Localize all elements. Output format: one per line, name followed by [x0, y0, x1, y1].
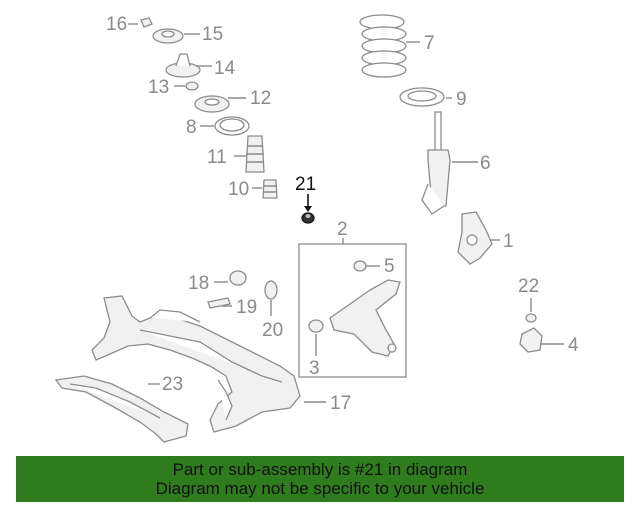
callout-18: 18 — [188, 273, 209, 294]
callout-5: 5 — [384, 256, 395, 277]
part-14-upper-mount[interactable] — [165, 53, 201, 78]
part-3-bushing[interactable] — [308, 319, 324, 333]
callout-4: 4 — [568, 335, 579, 356]
callout-7: 7 — [424, 33, 435, 54]
part-13-nut[interactable] — [185, 81, 199, 91]
part-12-bearing[interactable] — [194, 95, 230, 113]
control-arm[interactable] — [329, 279, 401, 357]
part-5-bushing[interactable] — [353, 260, 367, 272]
callout-2: 2 — [337, 219, 348, 240]
callout-9: 9 — [456, 89, 467, 110]
callout-16: 16 — [106, 14, 127, 35]
part-19-bolt[interactable] — [207, 297, 231, 309]
callout-12: 12 — [250, 88, 271, 109]
callout-14: 14 — [214, 58, 236, 79]
part-11-dust-boot[interactable] — [245, 135, 265, 173]
leader-lines — [128, 23, 564, 403]
banner-line-part: Part or sub-assembly is #21 in diagram — [172, 460, 468, 479]
part-17-crossmember[interactable] — [91, 295, 301, 433]
callout-23: 23 — [162, 374, 183, 395]
callout-6: 6 — [480, 153, 491, 174]
part-2-assembly-box — [298, 243, 407, 378]
callout-22: 22 — [518, 276, 539, 297]
callout-21: 21 — [295, 174, 316, 195]
part-10-bump-stop[interactable] — [262, 179, 278, 199]
callout-20: 20 — [262, 320, 283, 341]
part-6-strut[interactable] — [421, 111, 451, 215]
part-21-bushing[interactable] — [301, 212, 315, 224]
callout-8: 8 — [186, 117, 197, 138]
part-7-coil-spring[interactable] — [359, 14, 407, 78]
callout-17: 17 — [330, 393, 351, 414]
callout-19: 19 — [236, 297, 257, 318]
part-8-insulator[interactable] — [214, 116, 250, 136]
part-9-spring-seat[interactable] — [399, 87, 445, 107]
part-23-crossmember[interactable] — [54, 375, 189, 443]
part-1-knuckle[interactable] — [457, 211, 493, 265]
callout-1: 1 — [503, 231, 514, 252]
callout-15: 15 — [202, 24, 223, 45]
callout-13: 13 — [148, 77, 169, 98]
part-16-nut[interactable] — [140, 17, 153, 28]
callout-3: 3 — [309, 358, 320, 379]
part-18-bushing[interactable] — [229, 270, 247, 286]
part-20-washer[interactable] — [264, 280, 278, 300]
part-4-bracket[interactable] — [519, 327, 543, 353]
callout-11: 11 — [207, 147, 227, 168]
banner-line-disclaimer: Diagram may not be specific to your vehi… — [155, 479, 485, 498]
part-15-mount-cap[interactable] — [152, 28, 184, 44]
info-banner: Part or sub-assembly is #21 in diagram D… — [16, 456, 624, 502]
parts-diagram: 16 15 14 13 12 8 11 10 7 9 6 1 2 5 3 18 … — [54, 14, 579, 443]
callout-10: 10 — [228, 179, 249, 200]
part-22-nut[interactable] — [525, 313, 537, 323]
callout-labels: 16 15 14 13 12 8 11 10 7 9 6 1 2 5 3 18 … — [106, 14, 579, 414]
